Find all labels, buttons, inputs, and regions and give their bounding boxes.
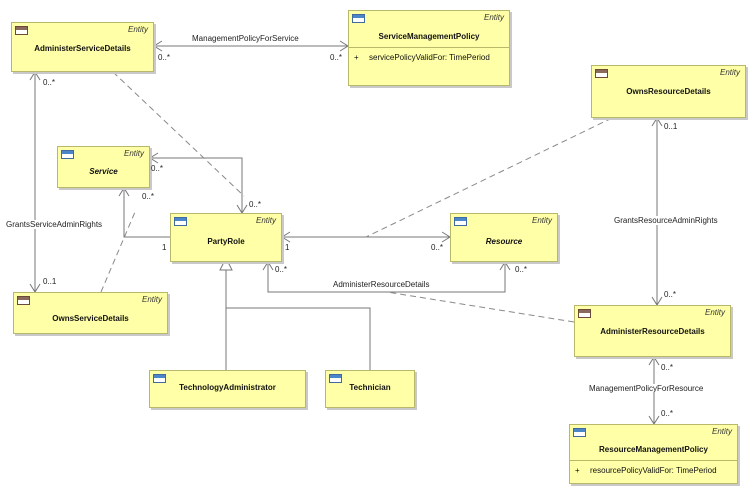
attribute-compartment: + servicePolicyValidFor: TimePeriod [349, 47, 509, 88]
attribute-visibility: + [354, 53, 359, 62]
multiplicity-label: 0..* [142, 192, 155, 201]
stereotype-label: Entity [719, 68, 740, 77]
association-class-icon [578, 309, 591, 318]
attribute-compartment: + resourcePolicyValidFor: TimePeriod [570, 460, 737, 486]
multiplicity-label: 0..* [664, 290, 677, 299]
stereotype-label: Entity [711, 427, 732, 436]
stereotype-label: Entity [123, 149, 144, 158]
stereotype-label: Entity [483, 13, 504, 22]
association-class-link-ard [386, 291, 575, 323]
class-resource[interactable]: Entity Resource [450, 213, 558, 262]
stereotype-label: Entity [704, 308, 725, 317]
class-party-role[interactable]: Entity PartyRole [170, 213, 282, 262]
multiplicity-label: 0..* [661, 363, 674, 372]
association-class-icon [595, 69, 608, 78]
class-icon [174, 217, 187, 226]
association-label-grants-service-admin-rights: GrantsServiceAdminRights [6, 220, 103, 229]
association-class-link-asd [112, 71, 245, 197]
class-owns-resource-details[interactable]: Entity OwnsResourceDetails [591, 65, 746, 118]
class-name: ServiceManagementPolicy [378, 32, 480, 41]
association-line-service-partyrole-left [123, 188, 170, 238]
multiplicity-label: 0..* [515, 265, 528, 274]
stereotype-label: Entity [255, 216, 276, 225]
multiplicity-label: 0..* [151, 164, 164, 173]
class-resource-management-policy[interactable]: Entity ResourceManagementPolicy + resour… [569, 424, 738, 484]
stereotype-label: Entity [127, 25, 148, 34]
stereotype-label: Entity [141, 295, 162, 304]
multiplicity-label: 0..* [43, 78, 56, 87]
class-name: PartyRole [207, 237, 245, 246]
class-icon [329, 374, 342, 383]
class-name: AdministerServiceDetails [34, 44, 131, 53]
stereotype-label: Entity [531, 216, 552, 225]
attribute-visibility: + [575, 466, 580, 475]
class-icon [454, 217, 467, 226]
class-administer-resource-details[interactable]: Entity AdministerResourceDetails [574, 305, 731, 357]
class-technician[interactable]: Technician [325, 370, 415, 408]
class-technology-administrator[interactable]: TechnologyAdministrator [149, 370, 306, 408]
association-label-management-policy-for-resource: ManagementPolicyForResource [589, 384, 704, 393]
class-icon [61, 150, 74, 159]
attribute-text: servicePolicyValidFor: TimePeriod [369, 53, 490, 62]
class-owns-service-details[interactable]: Entity OwnsServiceDetails [13, 292, 168, 334]
class-name: OwnsServiceDetails [52, 314, 129, 323]
class-administer-service-details[interactable]: Entity AdministerServiceDetails [11, 22, 154, 72]
class-service[interactable]: Entity Service [57, 146, 150, 188]
multiplicity-label: 0..* [249, 200, 262, 209]
association-class-link-ord [365, 117, 613, 238]
multiplicity-label: 1 [285, 243, 290, 252]
association-label-administer-resource-details: AdministerResourceDetails [333, 280, 430, 289]
association-class-link-osd [100, 211, 136, 293]
attribute-text: resourcePolicyValidFor: TimePeriod [590, 466, 717, 475]
multiplicity-label: 0..* [431, 243, 444, 252]
multiplicity-label: 0..* [158, 53, 171, 62]
multiplicity-label: 0..1 [664, 122, 678, 131]
association-class-icon [17, 296, 30, 305]
class-name: Technician [349, 383, 391, 392]
class-name: TechnologyAdministrator [179, 383, 276, 392]
class-icon [153, 374, 166, 383]
multiplicity-label: 0..* [661, 409, 674, 418]
class-icon [352, 14, 365, 23]
class-name: OwnsResourceDetails [626, 87, 711, 96]
association-label-management-policy-for-service: ManagementPolicyForService [192, 34, 299, 43]
association-class-icon [15, 26, 28, 35]
class-name: Service [89, 167, 118, 176]
class-name: AdministerResourceDetails [600, 327, 705, 336]
class-service-management-policy[interactable]: Entity ServiceManagementPolicy + service… [348, 10, 510, 86]
multiplicity-label: 0..1 [43, 277, 57, 286]
class-name: Resource [485, 237, 523, 246]
class-name: ResourceManagementPolicy [599, 445, 708, 454]
association-line-service-partyrole [150, 157, 243, 213]
association-label-grants-resource-admin-rights: GrantsResourceAdminRights [614, 216, 718, 225]
multiplicity-label: 0..* [275, 265, 288, 274]
generalization-arrowhead [219, 256, 233, 271]
association-line-administer-resource-details [267, 262, 506, 293]
multiplicity-label: 1 [162, 243, 167, 252]
class-icon [573, 428, 586, 437]
multiplicity-label: 0..* [330, 53, 343, 62]
